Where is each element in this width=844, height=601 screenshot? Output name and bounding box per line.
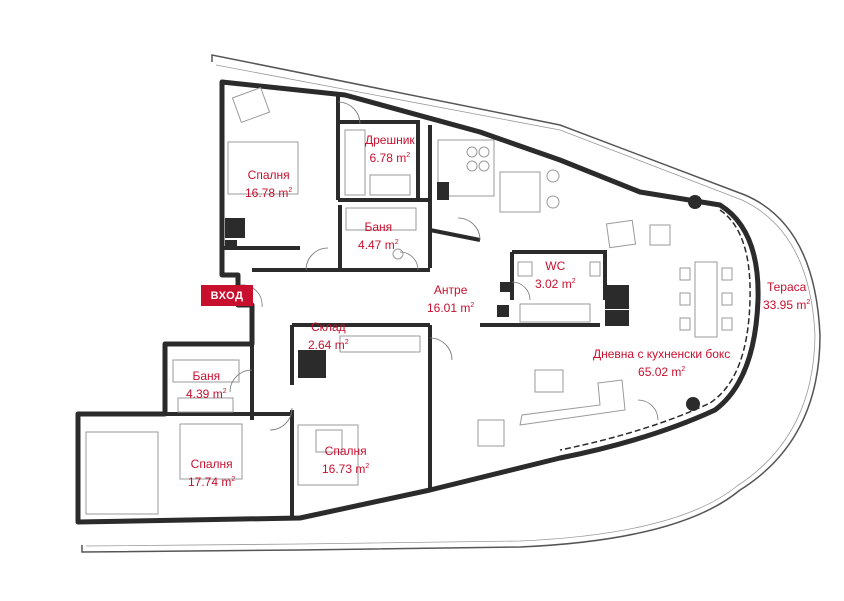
room-label-bathroom-1: Баня 4.47 m2	[358, 220, 399, 253]
room-label-bathroom-2: Баня 4.39 m2	[186, 369, 227, 402]
room-name: Антре	[433, 283, 468, 297]
room-label-closet: Дрешник 6.78 m2	[365, 133, 415, 166]
room-name: Склад	[310, 320, 346, 334]
door-swings	[229, 101, 659, 431]
facade-glazing	[559, 209, 751, 451]
room-area: 2.64 m2	[308, 338, 349, 352]
room-area: 65.02 m2	[638, 365, 686, 379]
room-name: Спалня	[190, 457, 233, 471]
room-area: 6.78 m2	[369, 151, 411, 165]
room-label-bedroom-1: Спалня 16.78 m2	[245, 168, 292, 201]
utility-blocks	[225, 182, 702, 411]
furniture	[85, 87, 733, 515]
room-area: 16.01 m2	[427, 301, 475, 315]
room-area: 4.39 m2	[186, 387, 227, 401]
room-label-wc: WC 3.02 m2	[535, 259, 576, 292]
room-name: Спалня	[247, 168, 290, 182]
entrance-sign: ВХОД	[201, 285, 253, 306]
room-label-storage: Склад 2.64 m2	[308, 320, 349, 353]
room-name: WC	[545, 259, 566, 273]
room-name: Баня	[364, 220, 393, 234]
room-name: Дрешник	[365, 133, 415, 147]
room-name: Дневна с кухненски бокс	[593, 347, 731, 361]
terrace-railing	[81, 54, 821, 553]
room-area: 17.74 m2	[188, 475, 236, 489]
room-name: Спалня	[324, 444, 367, 458]
terrace-railing-inner	[85, 64, 816, 547]
room-area: 3.02 m2	[535, 277, 576, 291]
room-label-hallway: Антре 16.01 m2	[427, 283, 474, 316]
room-label-bedroom-2: Спалня 17.74 m2	[188, 457, 235, 490]
room-name: Тераса	[766, 280, 807, 294]
room-area: 4.47 m2	[358, 238, 399, 252]
room-label-terrace: Тераса 33.95 m2	[763, 280, 810, 313]
room-area: 16.78 m2	[245, 186, 293, 200]
room-label-living-kitchen: Дневна с кухненски бокс 65.02 m2	[593, 347, 730, 380]
room-area: 33.95 m2	[763, 298, 811, 312]
room-name: Баня	[192, 369, 221, 383]
room-area: 16.73 m2	[322, 462, 370, 476]
room-label-bedroom-3: Спалня 16.73 m2	[322, 444, 369, 477]
